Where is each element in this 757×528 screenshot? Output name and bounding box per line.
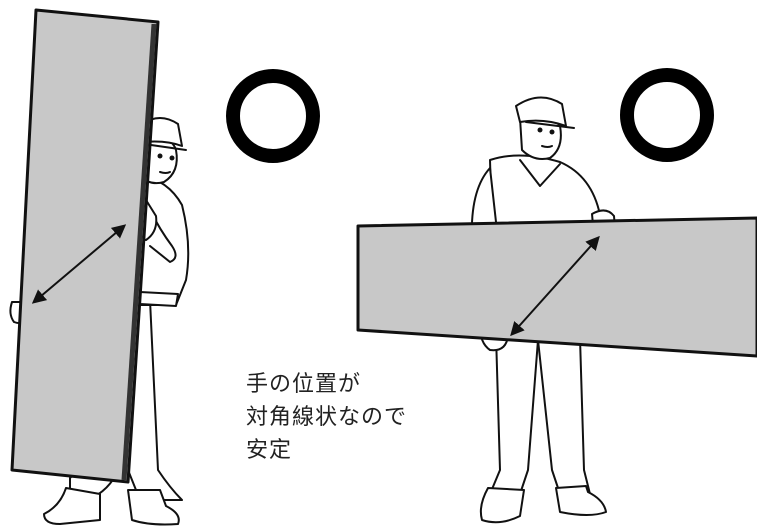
right-worker-shoe bbox=[479, 487, 525, 524]
caption-line-1: 手の位置が bbox=[246, 372, 362, 397]
right-worker-legs bbox=[489, 334, 539, 495]
caption-line-2: 対角線状なので bbox=[246, 405, 408, 430]
left-diagonal-arrow bbox=[31, 224, 127, 304]
right-worker-cap bbox=[515, 96, 567, 127]
right-board bbox=[356, 216, 757, 358]
left-worker-shoe bbox=[127, 489, 180, 526]
left-good-mark bbox=[226, 69, 320, 163]
left-worker-shoe bbox=[43, 487, 101, 525]
right-worker-shoe bbox=[555, 485, 607, 516]
right-diagonal-arrow bbox=[510, 235, 600, 337]
caption-line-3: 安定 bbox=[246, 438, 293, 463]
caption: 手の位置が 対角線状なので 安定 bbox=[246, 368, 407, 467]
right-good-mark bbox=[620, 68, 714, 162]
